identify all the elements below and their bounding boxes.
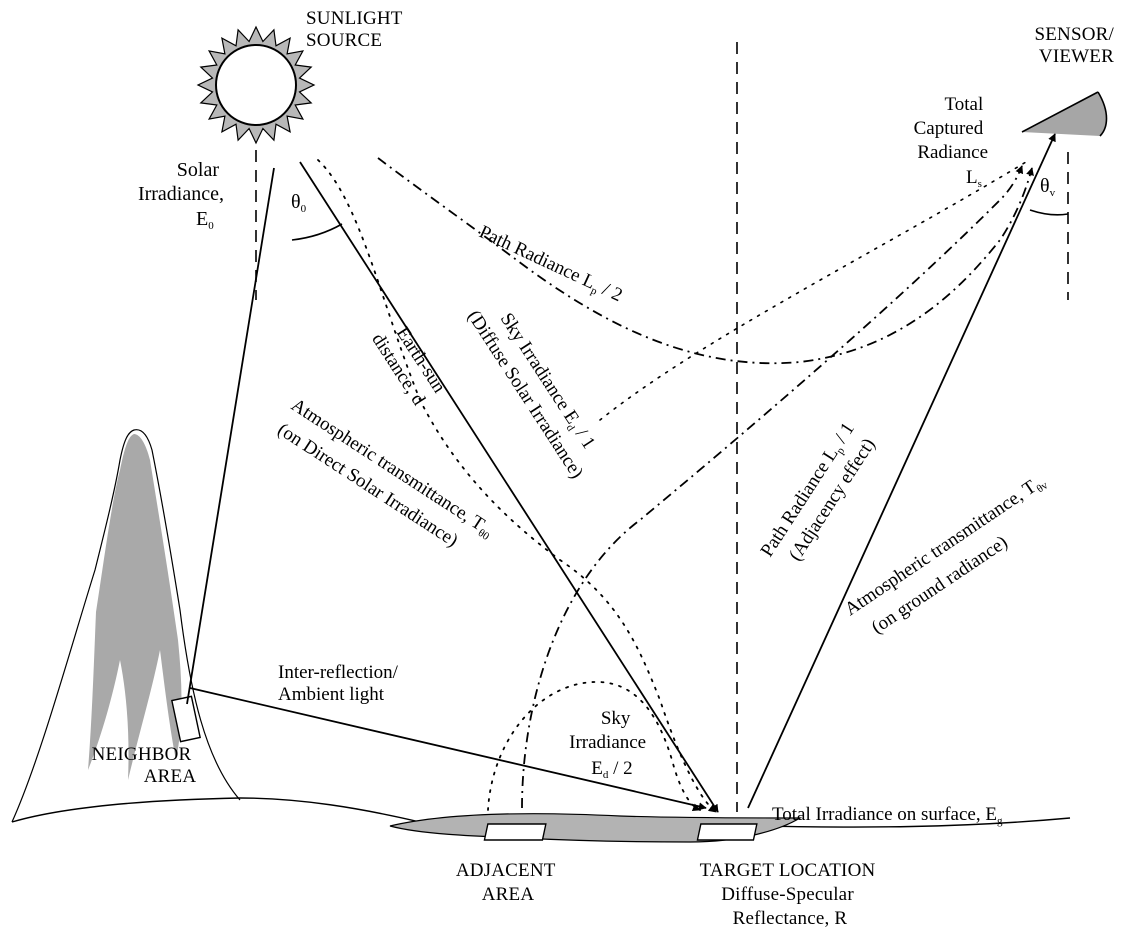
thetav-arc [1029, 209, 1069, 216]
total-captured-radiance-symbol: Ls [966, 167, 982, 190]
sensor-viewer-label: SENSOR/VIEWER [1034, 24, 1114, 67]
ground-to-sensor-ray [747, 133, 1056, 809]
inter-reflection-label: Inter-reflection/ Ambient light [278, 662, 403, 705]
theta0-arc [291, 223, 343, 241]
sky-irradiance-full-curve [317, 159, 717, 813]
sky-irradiance-half-arch [487, 681, 701, 812]
target-location-label: TARGET LOCATION Diffuse-Specular Reflect… [700, 860, 881, 929]
solar-irradiance-symbol: E0 [196, 208, 214, 232]
total-irradiance-label: Total Irradiance on surface, Eg [772, 804, 1003, 827]
mountain-icon [11, 429, 241, 823]
sky-irradiance-half-label: Sky Irradiance Ed / 2 [569, 708, 651, 781]
sensor-eye-icon [1021, 91, 1108, 137]
thetav-label: θv [1040, 175, 1056, 199]
ground-line [11, 797, 1071, 828]
earth-sun-distance-label: Earth-sun distance, d [367, 317, 452, 414]
neighbor-area-patch [171, 695, 201, 743]
sky-irradiance-full-label: Sky Irradiance Ed / 1 (Diffuse Solar Irr… [463, 293, 609, 483]
total-captured-radiance-label: Total Captured Radiance [914, 94, 988, 163]
path-radiance-half-curve [377, 157, 1034, 365]
neighbor-area-label: NEIGHBOR AREA [92, 744, 197, 787]
path-radiance-half-label: Path Radiance Lp / 2 [475, 221, 626, 308]
adjacency-dotted-line [599, 161, 1027, 421]
solar-to-neighbor-ray [186, 167, 275, 705]
target-location-patch [696, 823, 758, 841]
sun-icon [196, 25, 316, 145]
direct-solar-ray [299, 161, 719, 813]
path-radiance-adjacency-line [521, 165, 1024, 809]
adjacent-area-label: ADJACENT AREA [456, 860, 560, 905]
atm-transmittance-ground-label: Atmospheric transmittance, Tθv (on groun… [841, 468, 1070, 645]
solar-irradiance-label: Solar Irradiance, [138, 159, 224, 205]
inter-reflection-ray [189, 687, 707, 811]
adjacent-area-patch [483, 823, 547, 841]
theta0-label: θ0 [291, 191, 307, 215]
